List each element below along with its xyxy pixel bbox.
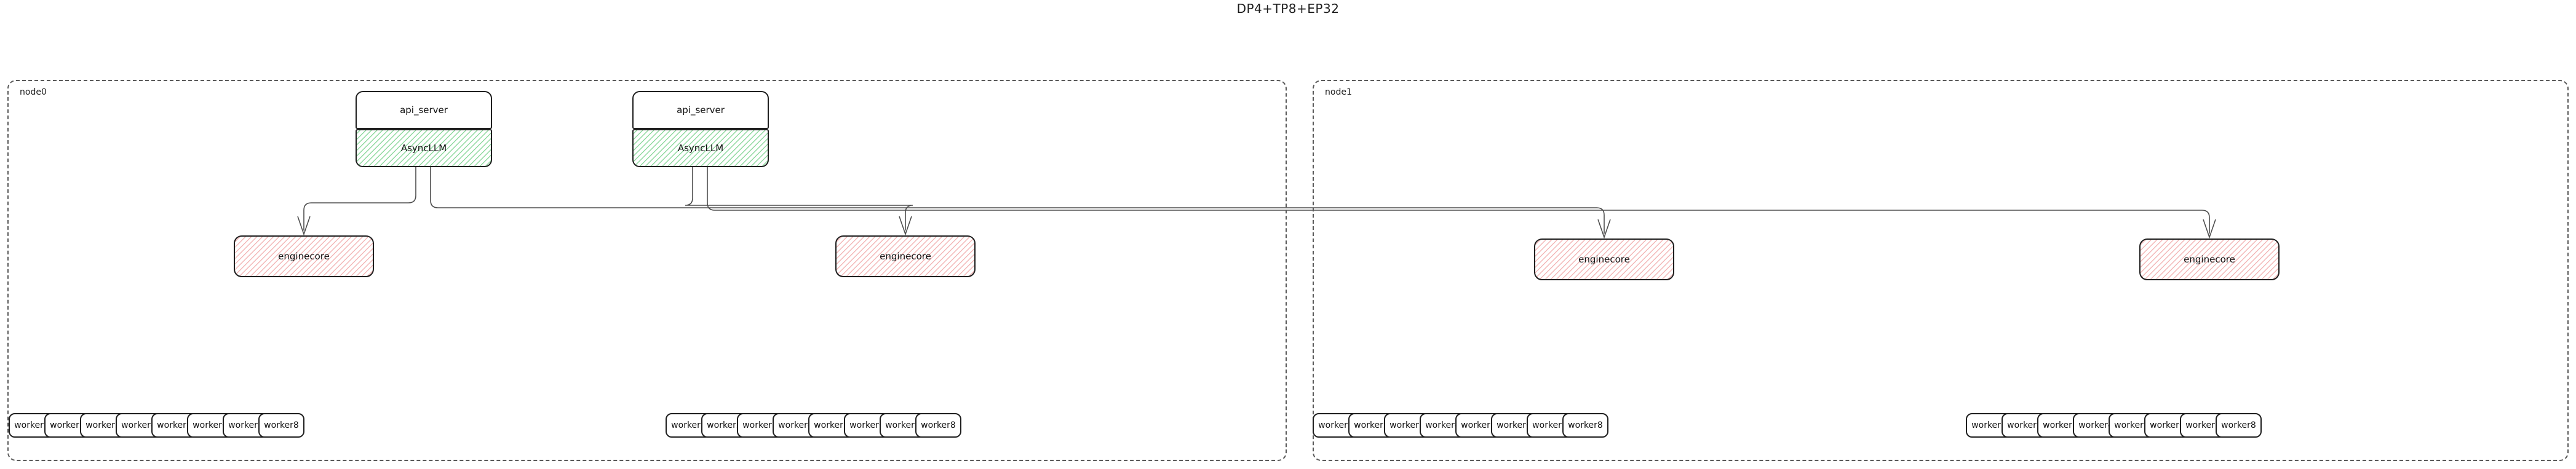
- node1-group0-worker-8[interactable]: worker8: [1562, 413, 1608, 438]
- node0-enginecore-0[interactable]: enginecore: [234, 235, 374, 277]
- node0-api-server-0[interactable]: api_server: [356, 91, 492, 129]
- node0-group0-worker-8[interactable]: worker8: [258, 413, 304, 438]
- node1-enginecore-1-label: enginecore: [2184, 254, 2235, 265]
- node1-group0-worker-8-label: worker8: [1568, 420, 1603, 430]
- page-title: DP4+TP8+EP32: [1236, 1, 1340, 16]
- node0-api-server-0-label: api_server: [400, 104, 448, 116]
- node1-enginecore-0[interactable]: enginecore: [1534, 238, 1674, 280]
- node1-enginecore-0-label: enginecore: [1578, 254, 1630, 265]
- node0-api-server-1-label: api_server: [677, 104, 725, 116]
- node-cluster-node1: node1: [1313, 80, 2569, 461]
- node0-enginecore-1[interactable]: enginecore: [835, 235, 976, 277]
- node-cluster-node0: node0: [7, 80, 1287, 461]
- node0-enginecore-1-label: enginecore: [880, 251, 931, 262]
- node-label-node1: node1: [1325, 87, 1352, 97]
- node0-asyncllm-0[interactable]: AsyncLLM: [356, 129, 492, 167]
- node0-group0-worker-8-label: worker8: [264, 420, 299, 430]
- node0-group1-worker-8-label: worker8: [921, 420, 956, 430]
- node0-asyncllm-1[interactable]: AsyncLLM: [632, 129, 769, 167]
- node0-asyncllm-0-label: AsyncLLM: [400, 143, 447, 154]
- node0-group1-worker-8[interactable]: worker8: [915, 413, 961, 438]
- node0-enginecore-0-label: enginecore: [278, 251, 330, 262]
- node0-asyncllm-1-label: AsyncLLM: [677, 143, 724, 154]
- node1-group1-worker-8-label: worker8: [2221, 420, 2256, 430]
- node1-group1-worker-8[interactable]: worker8: [2216, 413, 2262, 438]
- node0-api-server-1[interactable]: api_server: [632, 91, 769, 129]
- node1-enginecore-1[interactable]: enginecore: [2139, 238, 2280, 280]
- node-label-node0: node0: [20, 87, 47, 97]
